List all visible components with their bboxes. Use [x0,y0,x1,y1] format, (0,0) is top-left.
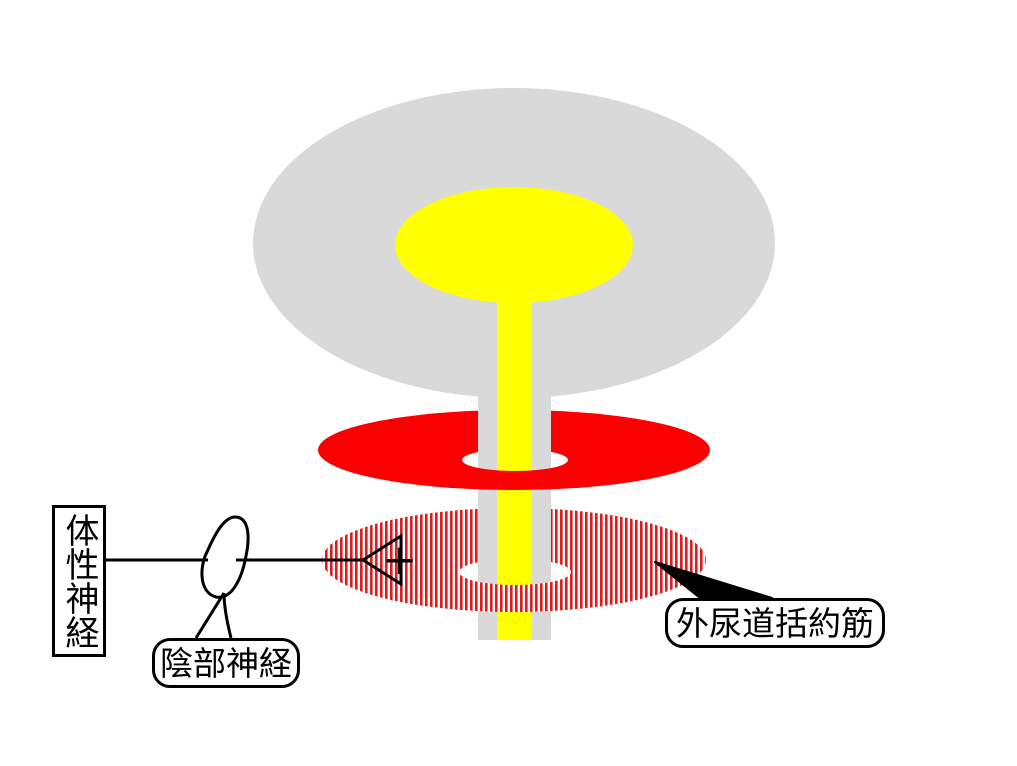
pudendal-nerve-leader-line [194,592,226,639]
callout-external-urethral-sphincter[interactable]: 外尿道括約筋 [665,598,885,648]
pudendal-nerve-leader-line-2 [222,592,233,639]
callout-text-pudendal-nerve: 陰部神経 [160,643,292,683]
left-arrowhead-icon [360,533,403,587]
label-box-somatic-nerve[interactable]: 体性神経 [52,505,106,657]
urethra-inner-lumen-through-outer [497,508,532,573]
ganglion-loop-icon [200,515,250,599]
excitatory-plus-sign: + [382,535,418,584]
callout-pudendal-nerve[interactable]: 陰部神経 [152,638,300,688]
urethra-inner-lumen-through-inner [497,405,532,461]
label-text-somatic-nerve: 体性神経 [59,513,100,649]
callout-text-external-urethral-sphincter: 外尿道括約筋 [676,603,874,643]
